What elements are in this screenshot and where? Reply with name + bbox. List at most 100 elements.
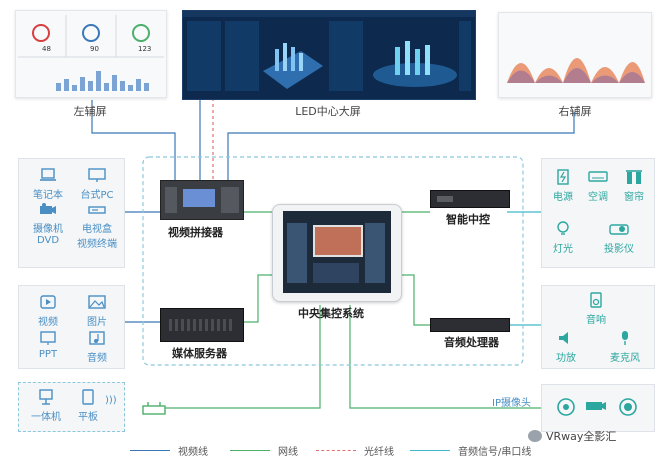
air-conditioner-icon	[588, 169, 608, 185]
legend-item-fiber: 光纤线	[316, 443, 394, 458]
source-dvd-label: DVD	[36, 235, 60, 246]
amplifier-icon	[556, 330, 576, 346]
source-desktop-label: 台式PC	[80, 190, 114, 201]
microphone-icon	[615, 330, 635, 346]
source-laptop-label: 笔记本	[33, 190, 63, 201]
source-laptop[interactable]: 笔记本	[25, 167, 71, 201]
audio-processor-device[interactable]	[430, 318, 510, 332]
watermark: VRway全影汇	[528, 428, 616, 444]
presentation-icon	[38, 330, 58, 346]
legend-label-video: 视频线	[178, 447, 208, 458]
legend-label-network: 网线	[278, 447, 298, 458]
control-ac-label: 空调	[588, 192, 608, 203]
source-tvbox[interactable]: 电视盒	[73, 201, 121, 235]
led-screen	[182, 10, 476, 100]
audio-processor-label: 音频处理器	[444, 336, 499, 349]
control-power-label: 电源	[553, 192, 573, 203]
city-3d-left	[263, 43, 323, 89]
system-boundary	[142, 156, 524, 366]
video-line-right-screen	[227, 112, 575, 180]
tv-box-icon	[87, 201, 107, 217]
media-server-device[interactable]	[160, 308, 244, 342]
right-screen-chart	[507, 58, 645, 83]
gauge-green-icon	[132, 24, 150, 42]
right-screen-label: 右辅屏	[558, 105, 592, 118]
left-panel-media: 视频 图片 PPT 音频	[18, 285, 125, 369]
lightbulb-icon	[553, 221, 573, 237]
media-video-label: 视频	[38, 317, 58, 328]
wechat-icon	[528, 430, 542, 442]
legend-item-video: 视频线	[130, 443, 208, 458]
curtain-icon	[624, 169, 644, 185]
control-projector-label: 投影仪	[604, 244, 634, 255]
terminal-tablet[interactable]: 平板	[71, 389, 105, 423]
media-ppt[interactable]: PPT	[25, 330, 71, 360]
source-dvd[interactable]: DVD	[25, 235, 71, 246]
video-camera-icon	[38, 201, 58, 217]
control-ac[interactable]: 空调	[580, 169, 616, 203]
laptop-icon	[38, 167, 58, 183]
source-desktop[interactable]: 台式PC	[73, 167, 121, 201]
audio-amp-label: 功放	[556, 353, 576, 364]
legend-swatch-audio	[410, 450, 450, 451]
media-audio[interactable]: 音频	[73, 330, 121, 364]
bullet-camera-icon[interactable]	[584, 399, 608, 419]
play-icon	[38, 294, 58, 310]
projector-icon	[609, 221, 629, 237]
gauge-red-icon	[32, 24, 50, 42]
video-splicer-label: 视频拼接器	[168, 226, 223, 239]
control-light[interactable]: 灯光	[546, 221, 580, 255]
ip-camera-label: IP摄像头	[492, 398, 531, 409]
left-panel-sources: 笔记本 台式PC 摄像机 电视盒 DVD 视频终端	[18, 158, 125, 268]
smart-control-device[interactable]	[430, 190, 510, 208]
legend-item-network: 网线	[230, 443, 298, 458]
router-icon	[142, 400, 166, 419]
terminal-tablet-label: 平板	[78, 412, 98, 423]
gauge-value-3: 123	[138, 45, 152, 53]
left-screen: 48 90 123	[15, 10, 167, 98]
audio-amp[interactable]: 功放	[546, 330, 586, 364]
monitor-icon	[87, 167, 107, 183]
terminal-aio-label: 一体机	[31, 412, 61, 423]
central-control-tablet[interactable]	[272, 204, 402, 302]
control-projector[interactable]: 投影仪	[594, 221, 644, 255]
network-line-audio	[400, 274, 430, 326]
network-line-media	[241, 274, 272, 323]
control-curtain-label: 窗帘	[624, 192, 644, 203]
smart-control-label: 智能中控	[446, 213, 490, 226]
control-power[interactable]: 电源	[546, 169, 580, 203]
right-screen	[498, 12, 652, 98]
legend-label-fiber: 光纤线	[364, 447, 394, 458]
source-terminal[interactable]: 视频终端	[73, 235, 121, 250]
right-panel-cameras	[541, 384, 655, 432]
right-panel-audio: 音响 功放 麦克风	[541, 285, 655, 369]
watermark-text: VRway全影汇	[546, 430, 617, 443]
source-camera[interactable]: 摄像机	[25, 201, 71, 235]
terminal-aio[interactable]: 一体机	[23, 389, 69, 423]
central-control-label: 中央集控系统	[298, 307, 364, 320]
dome-camera-icon[interactable]	[556, 397, 576, 421]
control-curtain[interactable]: 窗帘	[616, 169, 652, 203]
audio-speaker-label: 音响	[586, 315, 606, 326]
media-ppt-label: PPT	[38, 349, 58, 360]
media-video[interactable]: 视频	[25, 294, 71, 328]
ptz-camera-icon[interactable]	[618, 397, 638, 421]
legend: 视频线 网线 光纤线 音频信号/串口线	[130, 443, 550, 459]
left-screen-dashboard	[18, 15, 164, 91]
mini-bar-chart	[56, 71, 149, 91]
tablet-icon	[78, 389, 98, 405]
gauge-value-1: 48	[42, 45, 51, 53]
right-panel-controls: 电源 空调 窗帘 灯光 投影仪	[541, 158, 655, 268]
left-screen-label: 左辅屏	[73, 105, 107, 118]
wireless-icon: )))	[105, 395, 117, 406]
media-image[interactable]: 图片	[73, 294, 121, 328]
video-splicer-device[interactable]	[160, 180, 244, 220]
audio-speaker[interactable]: 音响	[576, 292, 616, 326]
gauge-blue-icon	[82, 24, 100, 42]
audio-mic[interactable]: 麦克风	[602, 330, 648, 364]
source-terminal-label: 视频终端	[77, 239, 117, 250]
control-light-label: 灯光	[553, 244, 573, 255]
media-server-label: 媒体服务器	[172, 347, 227, 360]
left-panel-terminals: 一体机 平板 )))	[18, 382, 125, 432]
